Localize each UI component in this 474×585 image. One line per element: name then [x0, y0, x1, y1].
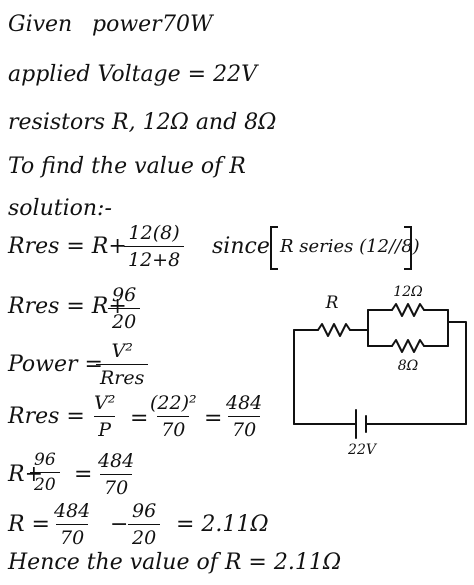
label-22v: 22V: [347, 442, 378, 458]
power-word: power: [92, 12, 162, 37]
eq6-fraction-1: 484 70: [50, 500, 94, 549]
eq4-fraction-1: V² P: [90, 392, 119, 441]
eq1-numerator: 12(8): [128, 222, 180, 244]
given-label: Given: [8, 12, 73, 37]
conclusion-line: Hence the value of R = 2.11Ω: [8, 550, 342, 575]
eq5-f1-denominator: 20: [30, 472, 60, 495]
left-bracket: [270, 226, 278, 270]
eq6-lhs: R =: [8, 512, 50, 537]
resistor-r: [317, 323, 351, 337]
eq2-lhs: Rres = R+: [8, 294, 127, 319]
eq3-fraction: V² Rres: [96, 340, 149, 389]
eq1-fraction: 12(8) 12+8: [124, 222, 185, 271]
eq4-f2-denominator: 70: [157, 416, 190, 441]
eq5-fraction-1: 96 20: [30, 450, 60, 495]
resistor-8: [391, 339, 425, 353]
eq4-f3-numerator: 484: [226, 392, 263, 414]
eq5-f2-numerator: 484: [98, 450, 135, 472]
eq4-f1-denominator: P: [94, 416, 116, 441]
eq4-fraction-2: (22)² 70: [146, 392, 201, 441]
circuit-diagram: R 12Ω 8Ω 22V: [293, 284, 467, 458]
eq6-f2-denominator: 20: [128, 524, 161, 549]
eq4-equals-a: =: [130, 406, 149, 431]
eq3-denominator: Rres: [96, 364, 149, 389]
eq5-f1-numerator: 96: [34, 450, 56, 470]
eq6-result: = 2.11Ω: [176, 512, 269, 537]
since-word: since: [212, 234, 270, 259]
eq4-equals-b: =: [204, 406, 223, 431]
eq1-denominator: 12+8: [124, 246, 185, 271]
bracket-text: R series (12//8): [280, 236, 420, 257]
eq5-f2-denominator: 70: [100, 474, 133, 499]
eq4-f2-numerator: (22)²: [150, 392, 197, 414]
eq3-lhs: Power =: [8, 352, 103, 377]
eq4-lhs: Rres =: [8, 404, 85, 429]
label-r: R: [325, 293, 339, 313]
eq2-fraction: 96 20: [108, 284, 141, 333]
eq6-f2-numerator: 96: [132, 500, 157, 522]
eq5-fraction-2: 484 70: [94, 450, 138, 499]
eq2-denominator: 20: [108, 308, 141, 333]
resistor-12: [391, 303, 425, 317]
label-8-ohm: 8Ω: [398, 358, 419, 374]
eq2-numerator: 96: [112, 284, 137, 306]
resistors-line: resistors R, 12Ω and 8Ω: [8, 110, 277, 135]
solution-heading: solution:-: [8, 196, 112, 221]
eq4-f1-numerator: V²: [94, 392, 116, 414]
applied-voltage-line: applied Voltage = 22V: [8, 62, 257, 87]
eq6-minus: −: [110, 512, 129, 537]
eq4-f3-denominator: 70: [228, 416, 261, 441]
eq3-numerator: V²: [111, 340, 133, 362]
power-value: 70W: [162, 12, 213, 37]
right-bracket: [404, 226, 412, 270]
eq4-fraction-3: 484 70: [222, 392, 266, 441]
eq6-f1-numerator: 484: [54, 500, 91, 522]
eq5-lhs: R+: [8, 462, 43, 487]
right-wire: [447, 321, 467, 425]
to-find-line: To find the value of R: [8, 154, 246, 179]
eq5-equals: =: [74, 462, 93, 487]
eq6-fraction-2: 96 20: [128, 500, 161, 549]
eq1-lhs: Rres = R+: [8, 234, 127, 259]
eq6-f1-denominator: 70: [56, 524, 89, 549]
label-12-ohm: 12Ω: [393, 284, 423, 300]
